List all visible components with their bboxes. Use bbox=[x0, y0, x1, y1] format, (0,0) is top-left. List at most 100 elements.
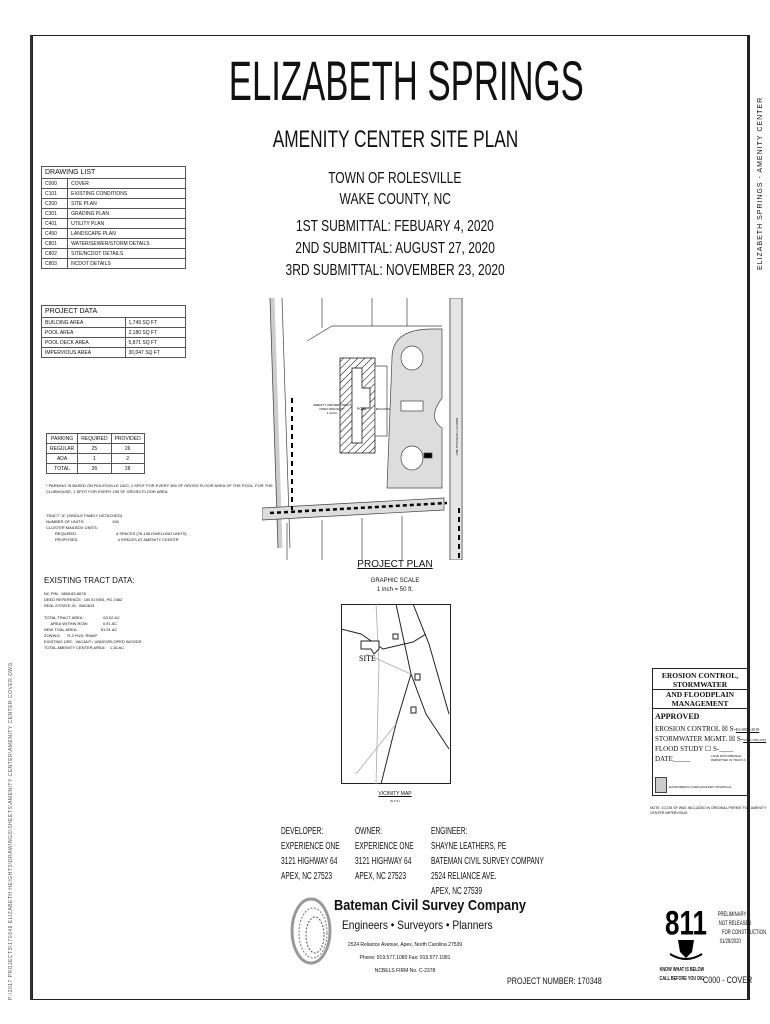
graphic-scale: 1 inch = 50 ft. bbox=[376, 587, 414, 593]
drawing-list-row-cell: SITE PLAN bbox=[67, 198, 186, 209]
tract-info: TRACT "A" (SINGLE FAMILY DETACHED) NUMBE… bbox=[46, 513, 187, 542]
drawing-list-row-cell: C803 bbox=[40, 258, 69, 269]
owner-heading: OWNER: bbox=[355, 826, 383, 837]
drawing-list-row-cell: LANDSCAPE PLAN bbox=[67, 228, 186, 239]
parking-row-cell: REGULAR bbox=[45, 443, 79, 454]
parking-header: REQUIRED bbox=[77, 433, 112, 444]
project-data-row-cell: 1,749 SQ FT bbox=[124, 317, 187, 328]
preliminary-line: 01/29/2020 bbox=[719, 938, 741, 945]
call-811-logo-icon: 811 bbox=[665, 905, 707, 960]
project-data-row-cell: POOL AREA bbox=[41, 327, 126, 338]
sheet-id: C000 - COVER bbox=[703, 975, 753, 985]
parking-row-cell: 2 bbox=[110, 453, 145, 464]
graphic-scale-heading: GRAPHIC SCALE bbox=[370, 578, 420, 584]
drawing-list-row-cell: WATER/SEWER/STORM DETAILS bbox=[67, 238, 186, 249]
project-data-row-cell: IMPERVIOUS AREA bbox=[41, 347, 126, 358]
drawing-list-row-cell: C000 bbox=[40, 178, 69, 189]
building-label: BUILDING bbox=[376, 407, 391, 411]
preliminary-line: FOR CONSTRUCTION bbox=[721, 929, 767, 936]
frame-left-bar bbox=[30, 35, 33, 1000]
owner-line: EXPERIENCE ONE bbox=[355, 841, 414, 852]
stormwater-no: S- bbox=[736, 735, 744, 743]
project-data-heading: PROJECT DATA bbox=[41, 305, 186, 318]
owner-line: 3121 HIGHWAY 64 bbox=[355, 856, 412, 867]
preliminary-block: PRELIMINARY NOT RELEASED FOR CONSTRUCTIO… bbox=[710, 910, 766, 946]
parking-row-cell: 25 bbox=[77, 443, 112, 454]
engineer-line: SHAYNE LEATHERS, PE bbox=[431, 841, 507, 852]
developer-heading: DEVELOPER: bbox=[281, 826, 324, 837]
owner-block: OWNER: EXPERIENCE ONE 3121 HIGHWAY 64 AP… bbox=[355, 824, 444, 884]
submittal-2: 2ND SUBMITTAL: AUGUST 27, 2020 bbox=[295, 240, 495, 257]
project-data-row-cell: BUILDING AREA bbox=[41, 317, 126, 328]
existing-tract-heading: EXISTING TRACT DATA: bbox=[44, 576, 135, 585]
project-data-row-cell: 2,180 SQ FT bbox=[124, 327, 187, 338]
sheet-border bbox=[32, 35, 748, 1000]
company-tagline: Engineers • Surveyors • Planners bbox=[342, 918, 493, 932]
side-title: ELIZABETH SPRINGS - AMENITY CENTER bbox=[757, 96, 764, 270]
vicinity-map: SITE bbox=[341, 604, 451, 784]
stamp-line1: EROSION CONTROL, STORMWATER bbox=[653, 669, 747, 690]
call811-line1: KNOW WHAT IS BELOW bbox=[659, 967, 705, 973]
developer-line: 3121 HIGHWAY 64 bbox=[281, 856, 338, 867]
page-title: ELIZABETH SPRINGS bbox=[228, 49, 584, 112]
parking-header: PARKING bbox=[45, 433, 79, 444]
flood-no: S- bbox=[712, 745, 720, 753]
parking-row-cell: ADA bbox=[45, 453, 79, 464]
project-plan-label: PROJECT PLAN bbox=[357, 559, 433, 570]
drawing-list-heading: DRAWING LIST bbox=[41, 166, 186, 179]
road-label: MAIN ST / FAYEVILLE WAY bbox=[455, 418, 459, 456]
pool-label: POOL bbox=[357, 407, 367, 411]
company-phone: Phone: 919.577.1080 Fax: 919.577.1081 bbox=[359, 955, 451, 961]
drawing-list-row-cell: C101 bbox=[40, 188, 69, 199]
project-data-row-cell: 30,047 SQ FT bbox=[124, 347, 187, 358]
erosion-value: ES-0953-2019 bbox=[735, 727, 760, 732]
drawing-list-row-cell: C801 bbox=[40, 238, 69, 249]
drawing-list-row-cell: C802 bbox=[40, 248, 69, 259]
engineer-line: BATEMAN CIVIL SURVEY COMPANY bbox=[431, 856, 544, 867]
owner-line: APEX, NC 27523 bbox=[355, 871, 406, 882]
title-strip-divider bbox=[748, 35, 750, 1000]
drawing-list-row-cell: C401 bbox=[40, 218, 69, 229]
company-firm: NCBELS FIRM No. C-2378 bbox=[374, 968, 436, 974]
existing-tract-lines: NC PIN: 1868-83-8678 DEED REFERENCE: DB … bbox=[44, 591, 142, 650]
engineer-line: 2524 RELIANCE AVE. bbox=[431, 871, 497, 882]
drawing-list-row-cell: C200 bbox=[40, 198, 69, 209]
preliminary-line: NOT RELEASED bbox=[718, 920, 752, 927]
vicinity-map-sub: (N.T.S.) bbox=[389, 799, 401, 803]
parking-row-cell: 1 bbox=[77, 453, 112, 464]
drawing-list-row-cell: C301 bbox=[40, 208, 69, 219]
stormwater-value: SW-01330-2019 bbox=[743, 738, 767, 742]
stamp-line2: AND FLOODPLAIN MANAGEMENT bbox=[653, 690, 747, 709]
drawing-list-row-cell: GRADING PLAN bbox=[67, 208, 186, 219]
county-line: WAKE COUNTY, NC bbox=[339, 191, 451, 208]
parking-note: * PARKING IS BASED ON ROLESVILLE UDO, 1 … bbox=[46, 483, 273, 494]
drawing-list-row-cell: SITE/NCDOT DETAILS bbox=[67, 248, 186, 259]
vicinity-map-label: VICINITY MAP bbox=[378, 791, 412, 797]
town-line: TOWN OF ROLESVILLE bbox=[328, 170, 462, 187]
land-disturbance: LAND DISTURBANCE PERMITTED IN TRACT A bbox=[711, 754, 746, 762]
project-number: PROJECT NUMBER: 170348 bbox=[507, 976, 602, 986]
date-label: DATE bbox=[655, 755, 673, 763]
submittal-3: 3RD SUBMITTAL: NOVEMBER 23, 2020 bbox=[285, 262, 505, 279]
engineer-line: APEX, NC 27539 bbox=[431, 886, 482, 897]
company-name: Bateman Civil Survey Company bbox=[334, 897, 527, 914]
stormwater-label: STORMWATER MGMT. bbox=[655, 735, 728, 743]
project-data-row-cell: POOL DECK AREA bbox=[41, 337, 126, 348]
drawing-list-row-cell: UTILITY PLAN bbox=[67, 218, 186, 229]
erosion-label: EROSION CONTROL bbox=[655, 725, 720, 733]
impervious-note: NOTE: 10,234 SF WAS INCLUDED IN ORIGINAL… bbox=[650, 806, 767, 815]
parking-row-cell: 26 bbox=[110, 443, 145, 454]
